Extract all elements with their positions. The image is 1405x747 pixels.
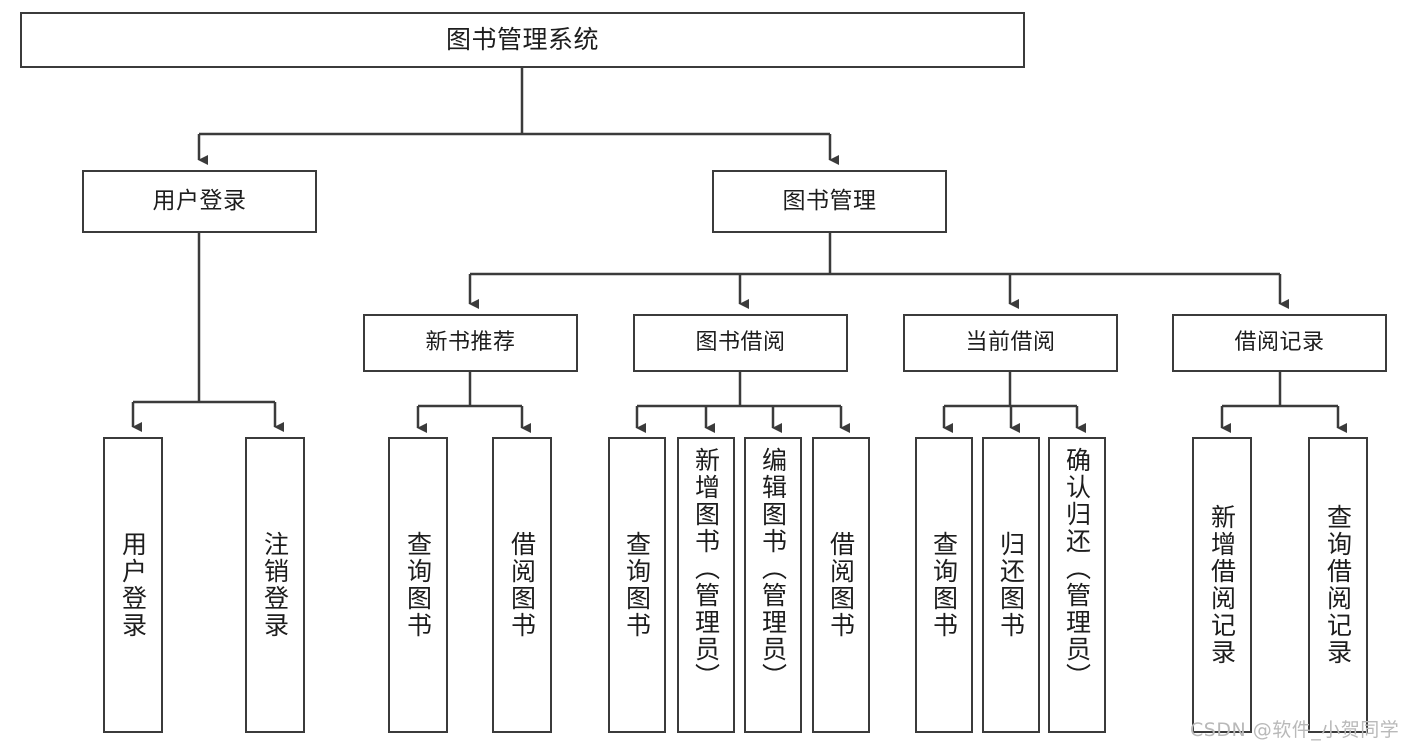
node-label: 图书借阅 [695,329,786,355]
node-label: 查询借阅记录 [1323,504,1353,666]
leaf-borrow-book[interactable]: 借阅图书 [812,437,870,733]
node-label: 查询图书 [403,531,433,639]
node-root-system[interactable]: 图书管理系统 [20,12,1025,68]
node-label: 查询图书 [929,531,959,639]
leaf-logout-login[interactable]: 注销登录 [245,437,305,733]
node-borrow-record[interactable]: 借阅记录 [1172,314,1387,372]
node-label: 当前借阅 [965,329,1056,355]
leaf-query-book-recommend[interactable]: 查询图书 [388,437,448,733]
leaf-borrow-book-recommend[interactable]: 借阅图书 [492,437,552,733]
leaf-query-book-current[interactable]: 查询图书 [915,437,973,733]
leaf-confirm-return[interactable]: 确认归还（管理员） [1048,437,1106,733]
node-label: 用户登录 [118,531,148,639]
node-book-manage[interactable]: 图书管理 [712,170,947,233]
node-new-book-recommend[interactable]: 新书推荐 [363,314,578,372]
node-label: 确认归还（管理员） [1062,447,1092,690]
node-user-login[interactable]: 用户登录 [82,170,317,233]
node-label: 借阅记录 [1234,329,1325,355]
leaf-user-login[interactable]: 用户登录 [103,437,163,733]
node-label: 图书管理 [782,187,877,214]
node-label: 新增图书（管理员） [691,447,721,690]
node-label: 注销登录 [260,531,290,639]
node-label: 编辑图书（管理员） [758,447,788,690]
node-label: 借阅图书 [826,531,856,639]
leaf-query-borrow-record[interactable]: 查询借阅记录 [1308,437,1368,733]
leaf-add-borrow-record[interactable]: 新增借阅记录 [1192,437,1252,733]
node-label: 用户登录 [152,187,247,214]
leaf-add-book[interactable]: 新增图书（管理员） [677,437,735,733]
leaf-edit-book[interactable]: 编辑图书（管理员） [744,437,802,733]
node-book-borrow[interactable]: 图书借阅 [633,314,848,372]
leaf-return-book[interactable]: 归还图书 [982,437,1040,733]
node-label: 归还图书 [996,531,1026,639]
node-current-borrow[interactable]: 当前借阅 [903,314,1118,372]
node-label: 新增借阅记录 [1207,504,1237,666]
csdn-watermark: CSDN @软件_小贺同学 [1190,719,1400,741]
node-label: 图书管理系统 [445,25,599,54]
leaf-query-book-borrow[interactable]: 查询图书 [608,437,666,733]
node-label: 查询图书 [622,531,652,639]
node-label: 新书推荐 [425,329,516,355]
node-label: 借阅图书 [507,531,537,639]
